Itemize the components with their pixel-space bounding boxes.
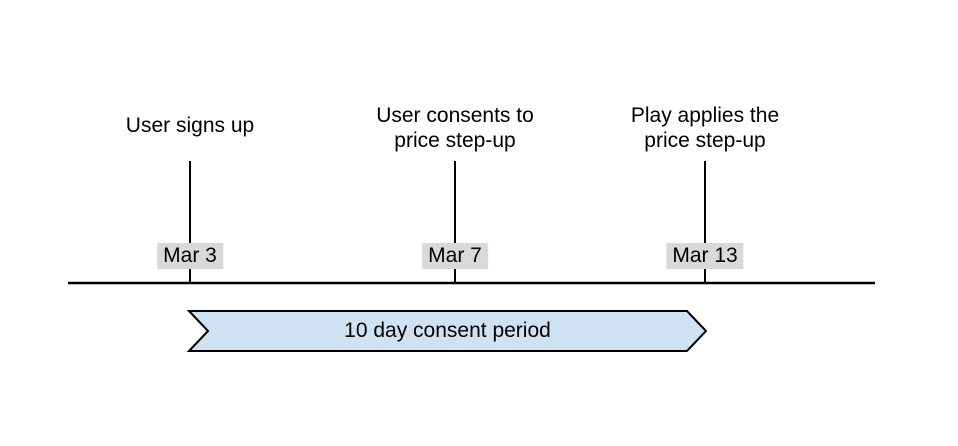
event-title-play-applies: Play applies the price step-up: [631, 103, 779, 153]
event-title-line: User consents to: [376, 104, 534, 127]
event-title-user-consents: User consents to price step-up: [376, 103, 534, 153]
event-title-user-signs-up: User signs up: [126, 113, 254, 138]
consent-period-ribbon-shape: [186, 310, 708, 352]
date-badge-mar-7: Mar 7: [422, 243, 488, 269]
event-title-line: price step-up: [644, 129, 766, 152]
event-title-line: price step-up: [394, 129, 516, 152]
event-title-line: Play applies the: [630, 104, 780, 127]
event-title-line: User signs up: [125, 114, 255, 137]
date-badge-mar-3: Mar 3: [157, 243, 223, 269]
consent-period-label: 10 day consent period: [344, 319, 551, 342]
date-badge-mar-13: Mar 13: [666, 243, 744, 269]
